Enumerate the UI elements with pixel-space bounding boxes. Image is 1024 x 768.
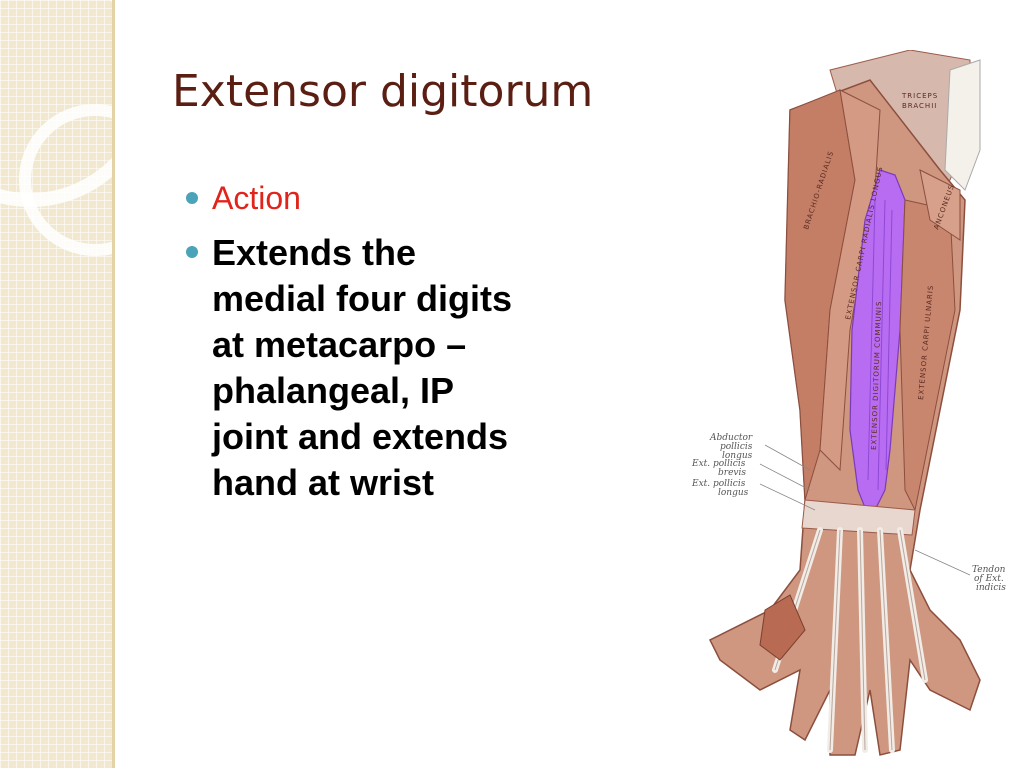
extensor-carpi-radialis-muscle xyxy=(819,89,881,472)
bullet-item: Action xyxy=(186,178,526,218)
bullet-icon xyxy=(186,246,198,258)
decorative-side-strip xyxy=(0,0,112,768)
label-abductor: Abductor xyxy=(709,433,753,443)
elbow-bone xyxy=(944,59,981,191)
tendon-outlines xyxy=(774,529,926,751)
callout-lines xyxy=(759,444,971,576)
label-tendon: Tendon xyxy=(972,565,1006,575)
forearm-anatomy-illustration: EXTENSOR DIGITORUM COMMUNIS EXTENSOR CAR… xyxy=(691,50,1006,756)
label-brachii: BRACHII xyxy=(902,102,937,110)
label-brevis: brevis xyxy=(718,468,746,478)
anconeus-muscle xyxy=(919,169,961,241)
label-pollicis: pollicis xyxy=(720,442,753,452)
bullet-list: Action Extends the medial four digits at… xyxy=(186,178,526,506)
label-longus-2: longus xyxy=(718,488,749,498)
bullet-text-action: Action xyxy=(212,180,301,216)
decorative-circles xyxy=(0,0,112,256)
side-divider xyxy=(112,0,115,768)
abductor-pollicis-muscle xyxy=(759,594,806,661)
bullet-item: Extends the medial four digits at metaca… xyxy=(186,230,526,506)
label-ext-pollicis-longus: Ext. pollicis xyxy=(691,479,746,489)
label-longus: longus xyxy=(722,451,753,461)
bullet-icon xyxy=(186,192,198,204)
slide-title: Extensor digitorum xyxy=(172,66,594,117)
label-indicis: indicis xyxy=(976,583,1006,593)
label-ext-pollicis-brevis: Ext. pollicis xyxy=(691,459,746,469)
label-of-ext: of Ext. xyxy=(974,574,1004,584)
extensor-digitorum-fibers xyxy=(867,199,893,491)
bullet-text-description: Extends the medial four digits at metaca… xyxy=(212,232,513,503)
label-triceps: TRICEPS xyxy=(901,92,938,100)
extensor-retinaculum xyxy=(801,499,916,536)
